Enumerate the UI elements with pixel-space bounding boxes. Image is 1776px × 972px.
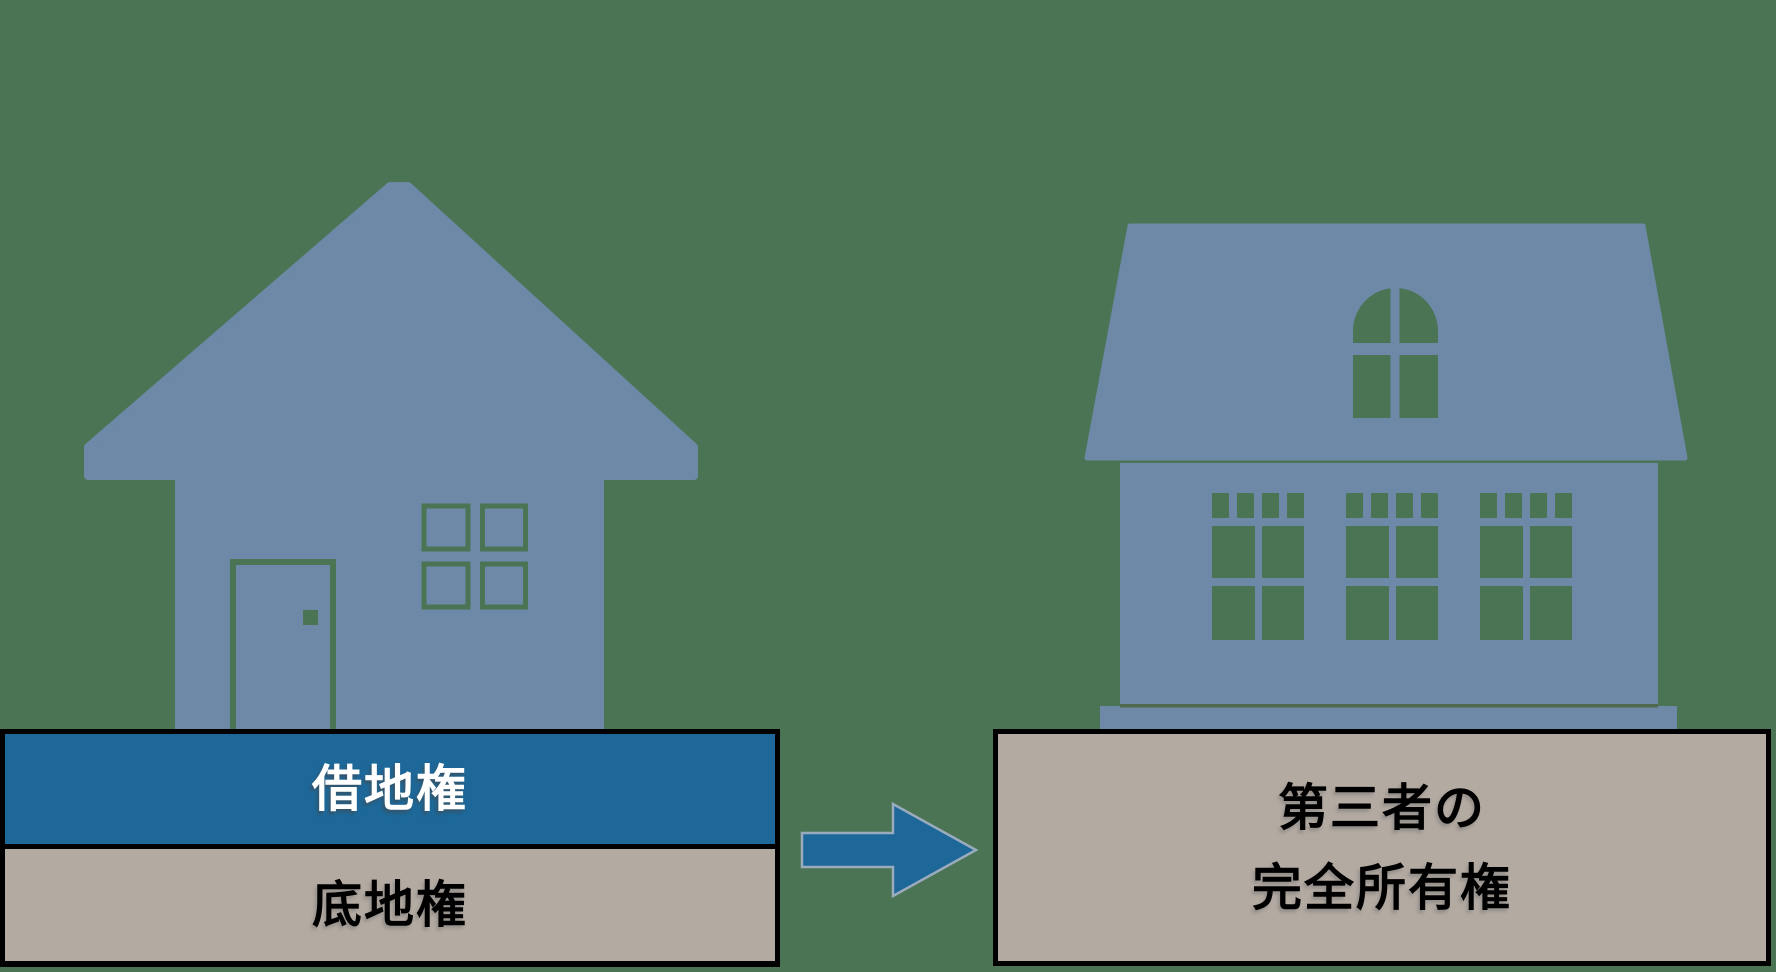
leasehold-box: 借地権	[5, 734, 775, 849]
window-pane	[1346, 586, 1389, 640]
small-house-doorknob	[303, 610, 318, 625]
window-pane	[480, 503, 528, 552]
window-pane	[1530, 526, 1572, 578]
large-house-window-group	[1212, 493, 1304, 640]
right-arrow-icon	[800, 801, 979, 899]
small-house-body	[175, 472, 604, 745]
transom-pane	[1262, 493, 1279, 518]
full-ownership-label-line1: 第三者の	[1278, 778, 1486, 837]
window-pane	[1480, 586, 1523, 640]
transom-pane	[1346, 493, 1363, 518]
transom-pane	[1421, 493, 1438, 518]
attic-window-mullion-horizontal	[1353, 343, 1438, 355]
window-pane	[1212, 526, 1255, 578]
window-pane	[1396, 586, 1438, 640]
left-rights-stack: 借地権 底地権	[0, 729, 780, 967]
large-house-body	[1120, 463, 1658, 708]
large-house-window-group	[1346, 493, 1438, 640]
transom-pane	[1237, 493, 1254, 518]
transom-pane	[1480, 493, 1497, 518]
transom-pane	[1530, 493, 1547, 518]
small-house-window	[421, 503, 528, 610]
window-pane	[1212, 586, 1255, 640]
small-house-icon	[84, 182, 698, 745]
transom-pane	[1212, 493, 1229, 518]
window-pane	[421, 503, 471, 552]
window-pane	[1396, 526, 1438, 578]
large-house-icon	[1084, 223, 1688, 740]
window-pane	[480, 561, 528, 610]
leasehold-label: 借地権	[312, 760, 468, 818]
transom-pane	[1371, 493, 1388, 518]
window-pane	[1480, 526, 1523, 578]
full-ownership-label-line2: 完全所有権	[1252, 858, 1512, 917]
land-rights-label: 底地権	[312, 876, 468, 934]
land-rights-box: 底地権	[5, 849, 775, 961]
small-house-roof	[84, 182, 698, 480]
transom-pane	[1287, 493, 1304, 518]
large-house-window-group	[1480, 493, 1572, 640]
window-pane	[1262, 586, 1304, 640]
transom-pane	[1396, 493, 1413, 518]
large-house-base-seam	[1120, 704, 1658, 708]
transom-pane	[1555, 493, 1572, 518]
transom-pane	[1505, 493, 1522, 518]
window-pane	[421, 561, 471, 610]
window-pane	[1530, 586, 1572, 640]
full-ownership-box: 第三者の 完全所有権	[993, 729, 1771, 966]
window-pane	[1346, 526, 1389, 578]
window-pane	[1262, 526, 1304, 578]
